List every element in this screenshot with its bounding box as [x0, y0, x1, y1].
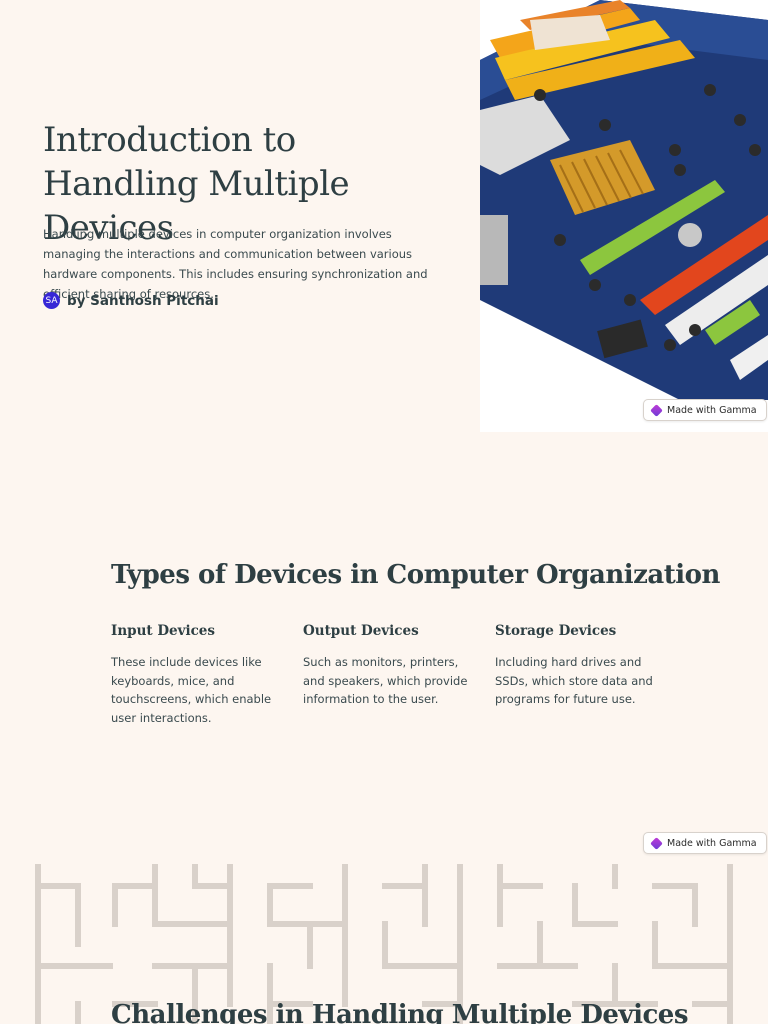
gamma-logo-icon — [650, 403, 663, 417]
page-title: Introduction to Handling Multiple Device… — [43, 120, 350, 248]
intro-description: Handling multiple devices in computer or… — [43, 227, 428, 301]
badge-label: Made with Gamma — [667, 837, 757, 849]
column-input-devices: Input Devices These include devices like… — [111, 623, 281, 727]
maze-pattern — [0, 861, 768, 1024]
badge-label: Made with Gamma — [667, 404, 757, 416]
column-storage-devices: Storage Devices Including hard drives an… — [495, 623, 665, 709]
made-with-gamma-badge[interactable]: Made with Gamma — [643, 832, 767, 854]
motherboard-illustration — [480, 0, 768, 400]
avatar: SA — [43, 292, 60, 309]
motherboard-image — [480, 0, 768, 432]
column-heading: Output Devices — [303, 623, 419, 639]
column-heading: Storage Devices — [495, 623, 617, 639]
slide-intro: Introduction to Handling Multiple Device… — [0, 0, 768, 432]
gamma-logo-icon — [650, 836, 663, 850]
made-with-gamma-badge[interactable]: Made with Gamma — [643, 399, 767, 421]
column-output-devices: Output Devices Such as monitors, printer… — [303, 623, 473, 709]
column-text: Such as monitors, printers, and speakers… — [303, 655, 468, 706]
section-title-challenges: Challenges in Handling Multiple Devices — [111, 1000, 688, 1024]
section-title-device-types: Types of Devices in Computer Organizatio… — [111, 560, 720, 590]
author-name: by Santhosh Pitchai — [67, 292, 219, 309]
author-byline: SA by Santhosh Pitchai — [43, 292, 219, 309]
maze-pattern-graphic — [35, 861, 733, 1024]
column-text: Including hard drives and SSDs, which st… — [495, 655, 653, 706]
column-heading: Input Devices — [111, 623, 215, 639]
column-text: These include devices like keyboards, mi… — [111, 655, 272, 725]
